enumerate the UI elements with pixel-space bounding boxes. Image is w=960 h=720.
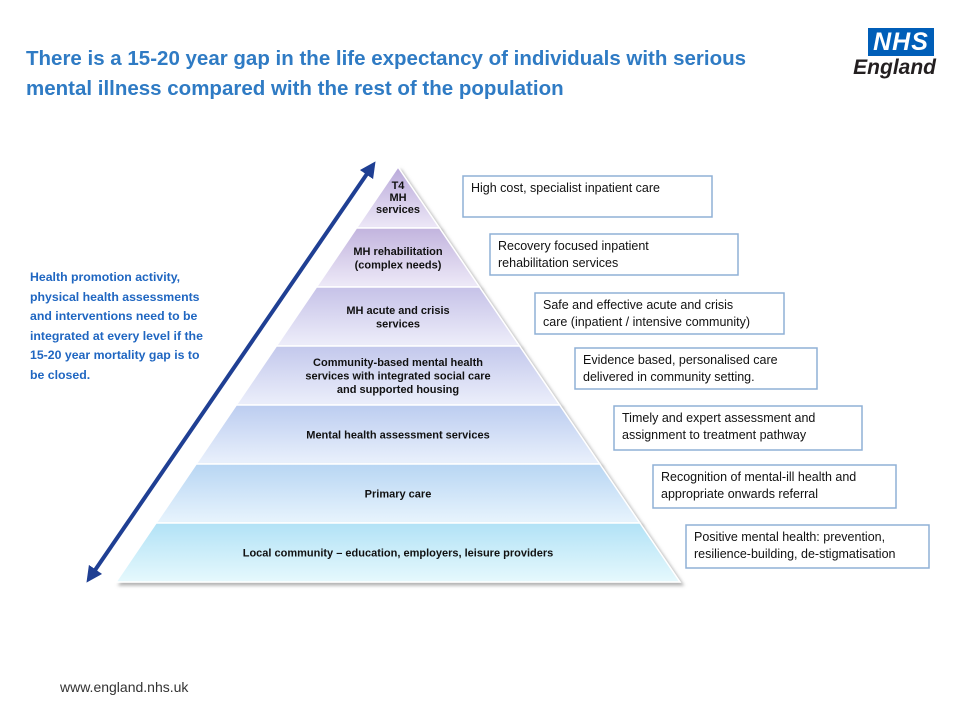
double-headed-arrow-icon (86, 161, 376, 583)
tier-label: services with integrated social care (305, 371, 490, 383)
callout-text: resilience-building, de-stigmatisation (694, 547, 896, 561)
tier-label: MH acute and crisis (346, 305, 449, 317)
callout-text: Positive mental health: prevention, (694, 530, 885, 544)
tier-label: and supported housing (337, 384, 459, 396)
callout-text: delivered in community setting. (583, 370, 755, 384)
callout-text: Recognition of mental-ill health and (661, 470, 856, 484)
page-title: There is a 15-20 year gap in the life ex… (26, 47, 747, 100)
tier-label: services (376, 318, 420, 330)
callout-box (574, 347, 818, 390)
tier-label: MH rehabilitation (353, 246, 443, 258)
callout-text: Safe and effective acute and crisis (543, 298, 733, 312)
callout-box (534, 292, 785, 335)
tier-label: Primary care (365, 489, 432, 501)
tier-label: MH (389, 192, 406, 204)
logo-region-text: England (853, 56, 936, 79)
footer-url: www.england.nhs.uk (60, 679, 189, 695)
callout-text: Evidence based, personalised care (583, 353, 778, 367)
callout-text: High cost, specialist inpatient care (471, 181, 660, 195)
tier-label: T4 (392, 180, 406, 192)
callout-text: assignment to treatment pathway (622, 428, 807, 442)
callout-text: Timely and expert assessment and (622, 411, 815, 425)
callout-text: Recovery focused inpatient (498, 239, 649, 253)
callout-box (489, 233, 739, 276)
tier-label: Community-based mental health (313, 357, 483, 369)
nhs-logo-box (868, 28, 934, 56)
nhs-england-logo: NHS England (846, 28, 936, 84)
tier-label: Mental health assessment services (306, 430, 489, 442)
tier-label: Local community – education, employers, … (243, 548, 554, 560)
callout-box (685, 524, 930, 569)
tier-label: (complex needs) (355, 259, 442, 271)
callout-boxes: High cost, specialist inpatient careReco… (462, 175, 930, 569)
callout-text: care (inpatient / intensive community) (543, 315, 750, 329)
callout-box (613, 405, 863, 451)
tier-label: services (376, 204, 420, 216)
callout-box (462, 175, 713, 218)
callout-text: appropriate onwards referral (661, 487, 818, 501)
nhs-logo-text: NHS (873, 28, 929, 56)
callout-text: rehabilitation services (498, 256, 618, 270)
callout-box (652, 464, 897, 509)
pyramid-tier-7 (114, 522, 682, 583)
